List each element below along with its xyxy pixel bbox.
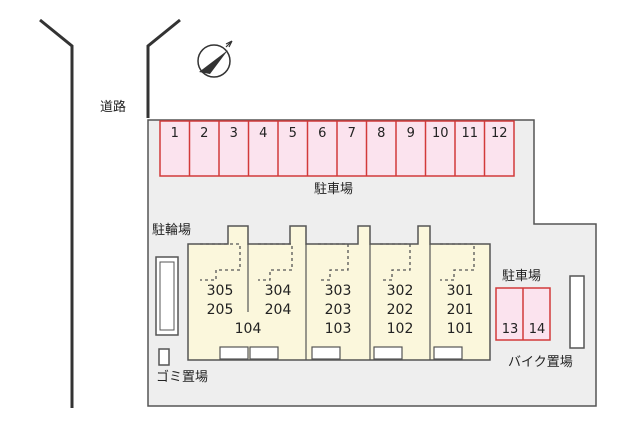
parking-slot-12: 12 bbox=[490, 125, 508, 141]
road-label: 道路 bbox=[100, 100, 127, 115]
parking-slot-9: 9 bbox=[406, 125, 415, 141]
parking-slot-1: 1 bbox=[170, 125, 179, 141]
parking-slot-2: 2 bbox=[200, 125, 209, 141]
unit-101: 101 bbox=[446, 321, 474, 337]
stair-markers bbox=[200, 243, 475, 281]
unit-301: 301 bbox=[446, 283, 474, 299]
garbage-box bbox=[158, 348, 170, 366]
bicycle-rack-inner bbox=[159, 261, 175, 331]
road-edge-left bbox=[39, 18, 74, 408]
parking-side-label: 駐車場 bbox=[502, 269, 542, 284]
parking-slot-13: 13 bbox=[501, 321, 519, 337]
parking-slot-14: 14 bbox=[528, 321, 546, 337]
garbage-area-label: ゴミ置場 bbox=[156, 370, 209, 385]
parking-slot-3: 3 bbox=[229, 125, 238, 141]
unit-303: 303 bbox=[324, 283, 352, 299]
parking-slot-6: 6 bbox=[318, 125, 327, 141]
unit-302: 302 bbox=[386, 283, 414, 299]
parking-slot-8: 8 bbox=[377, 125, 386, 141]
entrance-doors bbox=[219, 346, 463, 360]
unit-204: 204 bbox=[264, 302, 292, 318]
unit-203: 203 bbox=[324, 302, 352, 318]
parking-slot-4: 4 bbox=[259, 125, 268, 141]
parking-slot-11: 11 bbox=[461, 125, 479, 141]
road-edge-right bbox=[146, 18, 181, 118]
bike-parking-rack bbox=[569, 275, 585, 349]
unit-102: 102 bbox=[386, 321, 414, 337]
unit-205: 205 bbox=[206, 302, 234, 318]
unit-104: 104 bbox=[234, 321, 262, 337]
unit-201: 201 bbox=[446, 302, 474, 318]
unit-305: 305 bbox=[206, 283, 234, 299]
parking-slot-7: 7 bbox=[347, 125, 356, 141]
unit-202: 202 bbox=[386, 302, 414, 318]
unit-304: 304 bbox=[264, 283, 292, 299]
parking-slot-10: 10 bbox=[431, 125, 449, 141]
bike-parking-label: バイク置場 bbox=[508, 355, 573, 370]
parking-main-label: 駐車場 bbox=[314, 182, 354, 197]
unit-103: 103 bbox=[324, 321, 352, 337]
parking-slot-5: 5 bbox=[288, 125, 297, 141]
bicycle-parking-label: 駐輪場 bbox=[152, 223, 192, 238]
north-compass-icon bbox=[197, 40, 233, 78]
